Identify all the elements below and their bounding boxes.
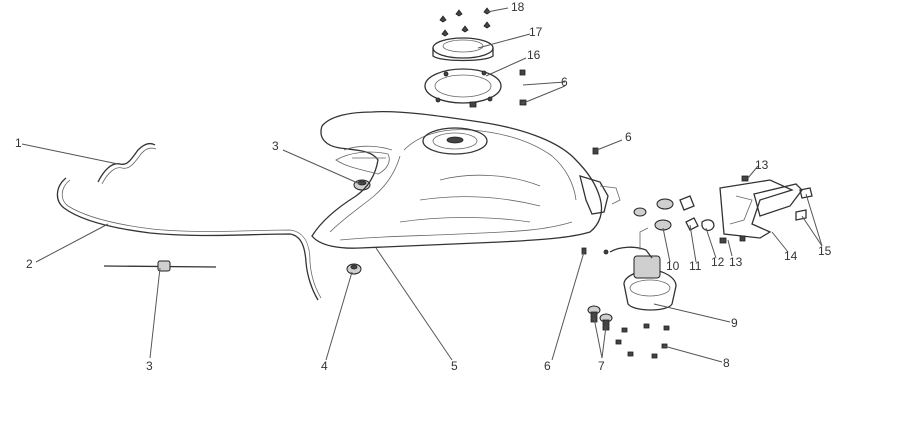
callout-14: 14 (784, 249, 798, 263)
callout-15: 15 (818, 244, 832, 258)
callout-6-mid: 6 (625, 130, 632, 144)
callout-8: 8 (723, 356, 730, 370)
callout-13-lower: 13 (729, 255, 743, 269)
callout-11: 11 (689, 259, 702, 273)
part-brackets-dampers (633, 175, 813, 244)
part-hose-short (97, 143, 157, 185)
callout-10: 10 (666, 259, 680, 273)
part-hose-long (56, 177, 322, 301)
part-cap-assembly (424, 7, 502, 108)
callout-7: 7 (598, 359, 605, 373)
callout-9: 9 (731, 316, 738, 330)
callout-2: 2 (26, 257, 33, 271)
callout-6-top: 6 (561, 75, 568, 89)
callout-12: 12 (711, 255, 725, 269)
part-cable-tie (103, 260, 217, 272)
callout-1: 1 (15, 136, 22, 150)
part-fuel-tank (311, 110, 621, 249)
callout-3-upper: 3 (272, 139, 279, 153)
part-fittings (587, 305, 613, 331)
part-nuts (615, 323, 670, 359)
callout-16: 16 (527, 48, 541, 62)
callout-17: 17 (529, 25, 543, 39)
callout-6-low: 6 (544, 359, 551, 373)
callout-18: 18 (511, 0, 525, 14)
callout-labels: 1 2 3 3 4 5 6 6 6 7 8 9 10 11 12 13 13 1… (15, 0, 832, 373)
leader-lines (21, 7, 823, 363)
callout-5: 5 (451, 359, 458, 373)
callout-4: 4 (321, 359, 328, 373)
part-grommet-lower (346, 263, 362, 275)
part-fuel-pump (603, 227, 677, 311)
callout-3-lower: 3 (146, 359, 153, 373)
callout-13-upper: 13 (755, 158, 769, 172)
part-bolts-6 (519, 69, 599, 255)
